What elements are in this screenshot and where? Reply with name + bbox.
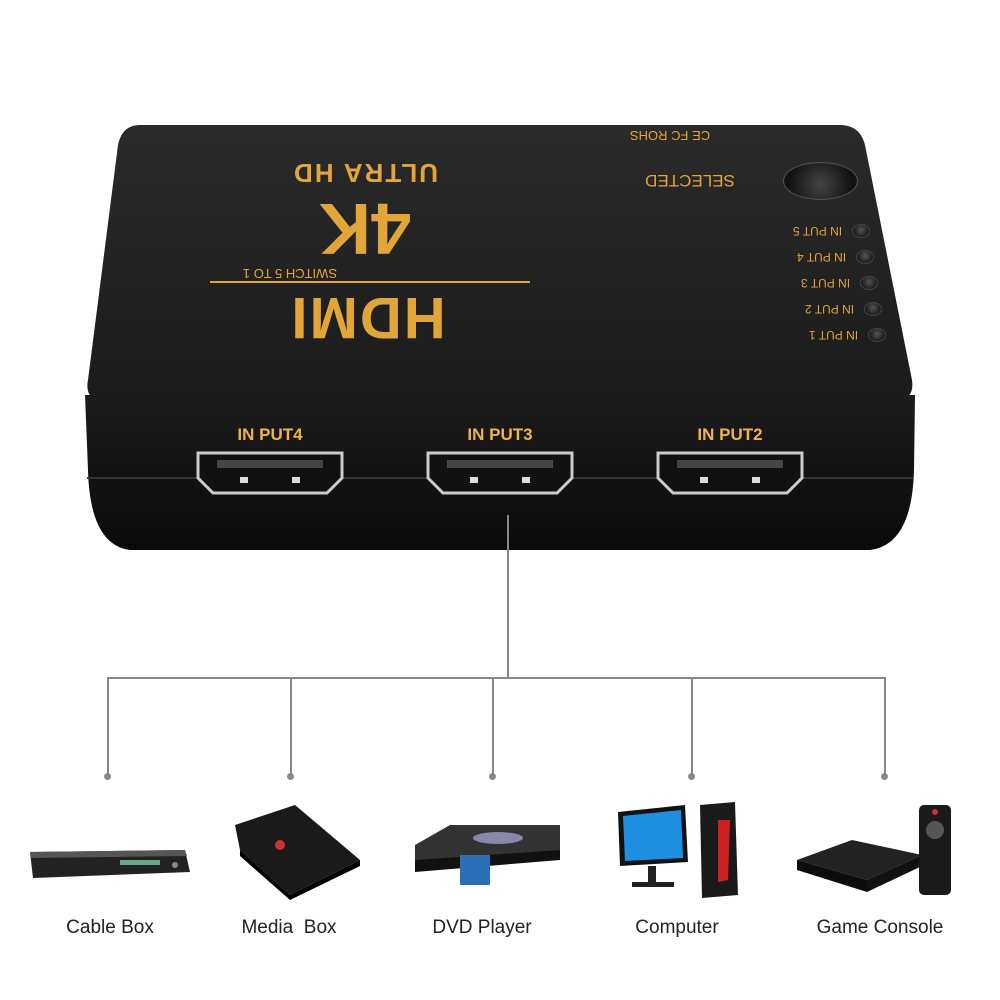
- drop-line: [884, 677, 886, 775]
- device-label-dvd-player: DVD Player: [432, 917, 532, 938]
- hdmi-port-4[interactable]: [195, 450, 345, 496]
- divider: [210, 281, 530, 283]
- drop-line: [290, 677, 292, 775]
- tagline: ULTRA HD: [292, 158, 438, 188]
- port-label: IN PUT4: [237, 425, 303, 444]
- led-row: IN PUT 3: [690, 270, 878, 296]
- led-indicator: [860, 276, 878, 290]
- connector-dot: [104, 773, 111, 780]
- connector-dot: [287, 773, 294, 780]
- game-console-icon: [797, 805, 951, 895]
- switch-subtitle: SWITCH 5 TO 1: [242, 266, 338, 281]
- connector-dot: [489, 773, 496, 780]
- led-indicator: [856, 250, 874, 264]
- trunk-line: [507, 515, 509, 679]
- led-label: IN PUT 1: [808, 328, 858, 342]
- led-label: IN PUT 4: [796, 250, 846, 264]
- media-box-icon: [235, 805, 360, 900]
- led-row: IN PUT 1: [690, 322, 886, 348]
- led-indicator: [852, 224, 870, 238]
- port-label: IN PUT2: [697, 425, 763, 444]
- hdmi-port-3[interactable]: [425, 450, 575, 496]
- led-label: IN PUT 5: [792, 224, 842, 238]
- device-label-cable-box: Cable Box: [66, 917, 154, 938]
- branch-line: [108, 677, 886, 679]
- dvd-player-icon: [415, 825, 560, 885]
- resolution-label: 4K: [318, 188, 412, 268]
- connector-dot: [688, 773, 695, 780]
- device-label-media-box: Media Box: [241, 917, 337, 938]
- drop-line: [492, 677, 494, 775]
- drop-line: [107, 677, 109, 775]
- port-label: IN PUT3: [467, 425, 533, 444]
- device-label-computer: Computer: [635, 917, 719, 938]
- led-indicator: [868, 328, 886, 342]
- select-button[interactable]: [783, 162, 858, 200]
- brand-logo: HDMI: [289, 285, 446, 350]
- connector-dot: [881, 773, 888, 780]
- certification-marks: CE FC ROHS: [629, 128, 711, 143]
- device-label-game-console: Game Console: [816, 917, 944, 938]
- cable-box-icon: [30, 850, 190, 878]
- led-row: IN PUT 5: [690, 218, 870, 244]
- led-list: IN PUT 5 IN PUT 4 IN PUT 3 IN PUT 2 IN P…: [690, 218, 886, 348]
- computer-icon: [618, 802, 738, 898]
- led-indicator: [864, 302, 882, 316]
- led-label: IN PUT 3: [800, 276, 850, 290]
- selected-label: SELECTED: [645, 171, 735, 190]
- hdmi-port-2[interactable]: [655, 450, 805, 496]
- led-label: IN PUT 2: [804, 302, 854, 316]
- drop-line: [691, 677, 693, 775]
- led-row: IN PUT 2: [690, 296, 882, 322]
- led-row: IN PUT 4: [690, 244, 874, 270]
